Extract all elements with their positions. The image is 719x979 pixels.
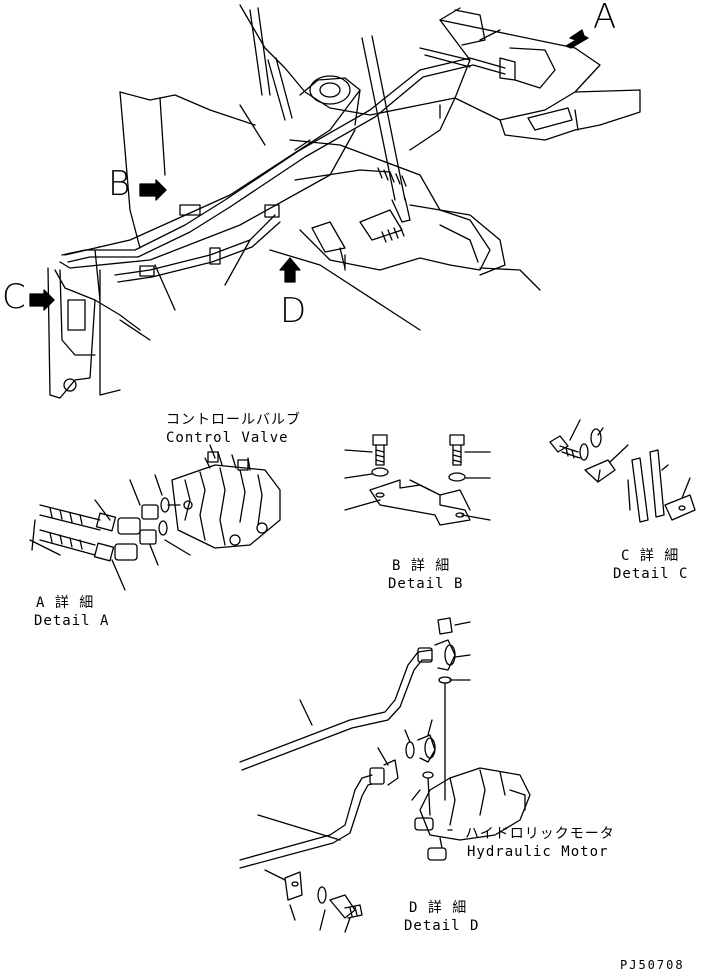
- view-label-d: D: [280, 291, 306, 331]
- hydraulic-motor-en-label: Hydraulic Motor: [467, 844, 608, 860]
- detail-d-view: [239, 617, 531, 933]
- detail-d-jp-label: D 詳 細: [409, 900, 467, 916]
- view-arrow-c: C: [2, 277, 55, 317]
- view-label-c: C: [2, 277, 26, 317]
- detail-c-view: [549, 419, 696, 523]
- detail-b-view: [344, 434, 491, 526]
- view-label-a: A: [593, 0, 616, 37]
- detail-a-view: [29, 444, 281, 591]
- main-assembly-view: [47, 4, 641, 399]
- hydraulic-motor-jp-label: ハイドロリックモータ: [465, 826, 615, 842]
- detail-b-en-label: Detail B: [388, 576, 463, 592]
- control-valve-jp-label: コントロールバルブ: [166, 411, 301, 428]
- detail-a-en-label: Detail A: [34, 613, 109, 629]
- view-arrow-b: B: [108, 164, 167, 204]
- detail-c-jp-label: C 詳 細: [621, 548, 679, 564]
- detail-b-jp-label: B 詳 細: [392, 558, 450, 574]
- view-arrow-d: D: [279, 257, 306, 331]
- detail-a-jp-label: A 詳 細: [36, 595, 94, 611]
- detail-c-en-label: Detail C: [613, 566, 688, 582]
- view-arrow-a: A: [565, 0, 616, 49]
- drawing-code: PJ50708: [620, 958, 685, 972]
- view-label-b: B: [108, 164, 130, 204]
- detail-d-en-label: Detail D: [404, 918, 479, 934]
- control-valve-en-label: Control Valve: [166, 430, 289, 446]
